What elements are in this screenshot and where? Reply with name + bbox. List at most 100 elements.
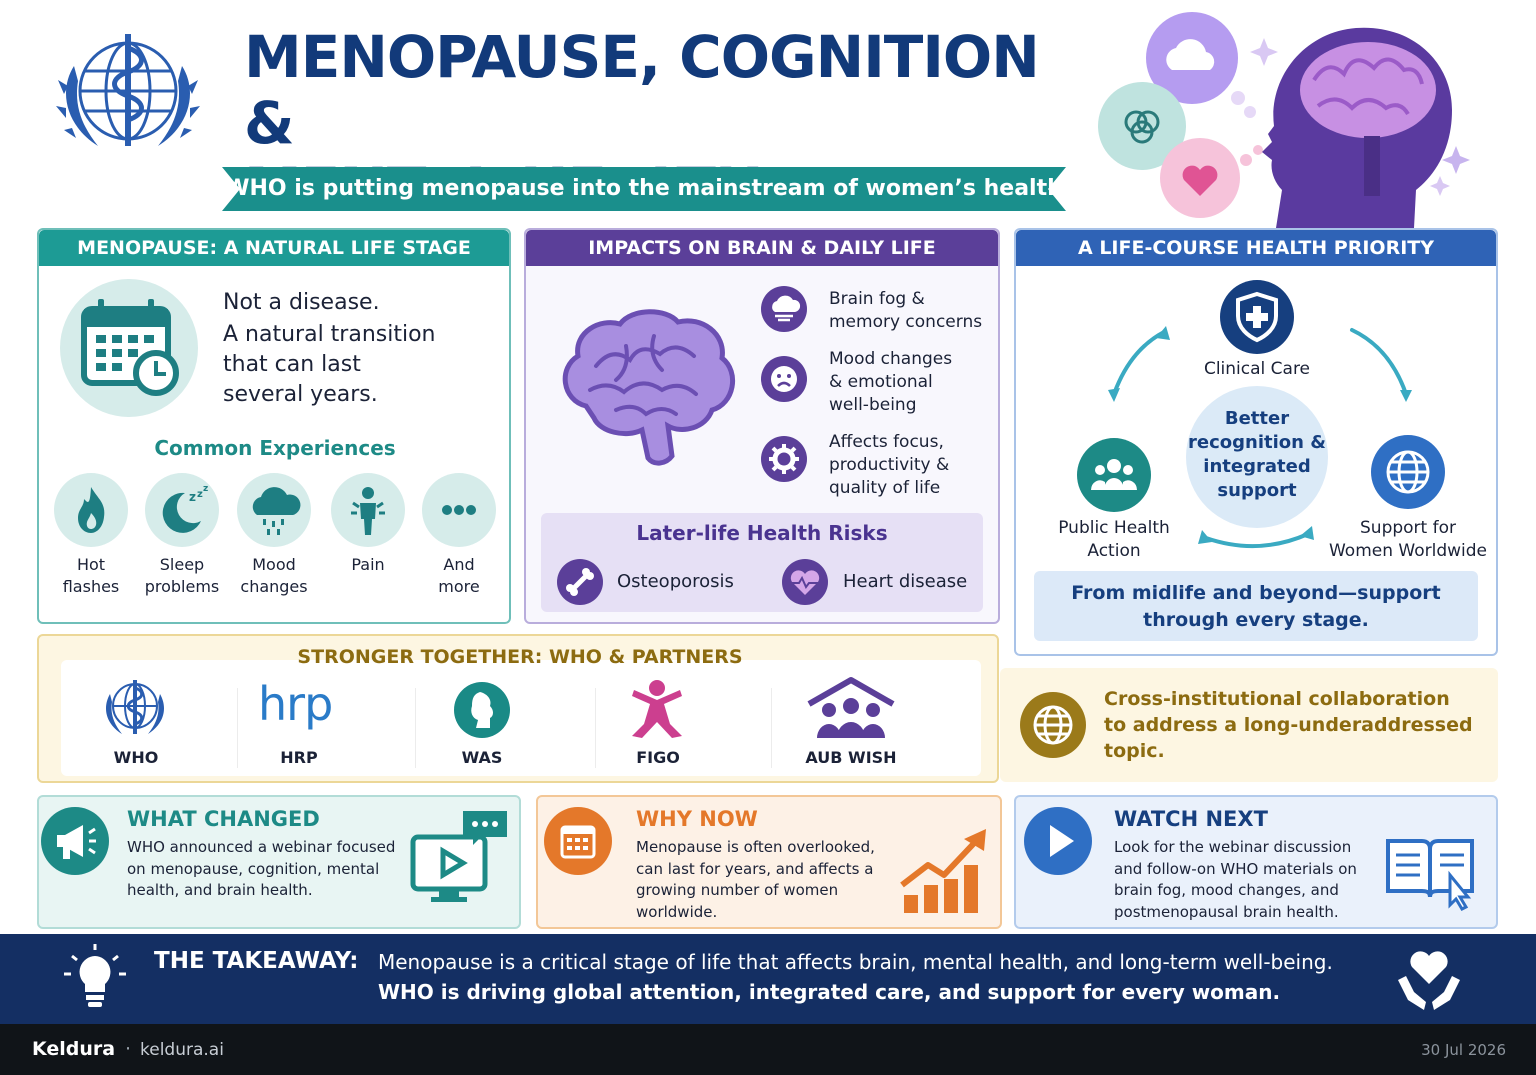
brand-separator: · — [125, 1038, 132, 1060]
partners-section: STRONGER TOGETHER: WHO & PARTNERS — [37, 634, 999, 783]
banner-ribbon — [222, 167, 1066, 211]
impact-line: & emotional — [829, 372, 933, 392]
experience-label-hot-flashes: Hot flashes — [41, 554, 141, 598]
divider — [237, 688, 238, 768]
center-line: Better — [1224, 408, 1290, 429]
divider — [771, 688, 772, 768]
not-disease-text: Not a disease. — [223, 290, 380, 315]
card-line: and follow-on WHO materials on — [1114, 859, 1357, 878]
card-title: WHAT CHANGED — [127, 807, 320, 831]
globe-icon — [1020, 692, 1086, 758]
card-line: Menopause is often overlooked, — [636, 838, 875, 856]
transition-text-2: that can last — [223, 352, 361, 377]
partners-logos-box — [61, 660, 981, 776]
public-health-line: Public Health — [1058, 518, 1170, 538]
takeaway-label: THE TAKEAWAY: — [154, 948, 359, 974]
video-webinar-icon — [409, 807, 513, 907]
subtitle-banner: WHO is putting menopause into the mainst… — [222, 167, 1066, 211]
svg-text:z: z — [189, 490, 196, 504]
card-what-changed: WHAT CHANGED WHO announced a webinar foc… — [37, 795, 521, 929]
footer-line: From midlife and beyond—support — [1071, 582, 1441, 604]
bone-icon — [557, 559, 603, 605]
heart-hands-icon — [1394, 944, 1464, 1016]
footer-date: 30 Jul 2026 — [1421, 1041, 1506, 1059]
divider — [595, 688, 596, 768]
play-icon — [1024, 807, 1092, 875]
growth-chart-icon — [898, 825, 992, 917]
center-circle — [1186, 386, 1328, 528]
experience-label-line: Mood — [252, 555, 296, 574]
more-icon — [422, 473, 496, 547]
who-logo — [48, 26, 208, 166]
was-logo — [454, 682, 510, 738]
experience-label-line: changes — [240, 577, 308, 596]
card-line: WHO announced a webinar focused — [127, 838, 396, 856]
sad-face-icon — [761, 356, 807, 402]
svg-text:z: z — [203, 484, 208, 494]
experience-label-sleep: Sleep problems — [132, 554, 232, 598]
experience-label-line: problems — [144, 577, 220, 596]
card-line: Look for the webinar discussion — [1114, 838, 1352, 856]
banner-text: WHO is putting menopause into the mainst… — [225, 176, 1063, 201]
common-experiences-title: Common Experiences — [154, 436, 396, 460]
lightbulb-icon — [62, 942, 128, 1016]
experience-label-mood: Mood changes — [224, 554, 324, 598]
who-emblem-icon — [56, 34, 200, 146]
transition-text-1: A natural transition — [223, 322, 436, 347]
life-course-footer-text: From midlife and beyond—support through … — [1034, 580, 1478, 634]
fog-cloud-icon — [761, 286, 807, 332]
center-line: recognition & — [1188, 432, 1326, 453]
partner-label-hrp: HRP — [280, 748, 318, 767]
svg-text:z: z — [197, 489, 203, 500]
public-health-line: Action — [1087, 541, 1141, 561]
flame-icon — [54, 473, 128, 547]
risks-title: Later-life Health Risks — [636, 521, 888, 545]
impact-line: productivity & — [829, 455, 950, 475]
collab-line: to address a long-underaddressed — [1104, 714, 1473, 736]
experience-label-line: Hot — [76, 555, 106, 574]
center-line: support — [1217, 480, 1297, 501]
center-statement: Better recognition & integrated support — [1186, 407, 1328, 503]
experience-label-more: And more — [409, 554, 509, 598]
experience-label-line: more — [438, 577, 480, 596]
support-line: Women Worldwide — [1328, 541, 1487, 561]
calendar-icon — [544, 807, 612, 875]
center-line: integrated — [1203, 456, 1311, 477]
partners-title: STRONGER TOGETHER: WHO & PARTNERS — [297, 646, 743, 668]
card-watch-next: WATCH NEXT Look for the webinar discussi… — [1014, 795, 1498, 929]
body-pain-icon — [331, 473, 405, 547]
card-line: brain fog, mood changes, and — [1114, 881, 1339, 899]
card-title: WHY NOW — [636, 807, 758, 831]
card-line: worldwide. — [636, 902, 718, 921]
shield-cross-icon — [1220, 280, 1294, 354]
card-title: WATCH NEXT — [1114, 807, 1268, 831]
takeaway-line-2: WHO is driving global attention, integra… — [378, 980, 1281, 1004]
brand-domain-link[interactable]: keldura.ai — [140, 1040, 224, 1060]
card-why-now: WHY NOW Menopause is often overlooked, c… — [536, 795, 1002, 929]
support-line: Support for — [1360, 518, 1456, 538]
experience-label-pain: Pain — [318, 554, 418, 576]
partner-label-who: WHO — [113, 748, 159, 767]
open-book-cursor-icon — [1382, 827, 1482, 913]
heart-pulse-icon — [782, 559, 828, 605]
knot-bubble-icon — [1098, 82, 1186, 170]
calendar-clock-icon — [60, 279, 198, 417]
card-line: postmenopausal brain health. — [1114, 902, 1339, 921]
impact-line: well-being — [829, 395, 917, 415]
rain-cloud-icon — [237, 473, 311, 547]
life-course-footer: From midlife and beyond—support through … — [1034, 571, 1478, 641]
impact-line: quality of life — [829, 478, 941, 498]
panel-heading: MENOPAUSE: A NATURAL LIFE STAGE — [39, 230, 509, 266]
clinical-care-label: Clinical Care — [1203, 359, 1311, 379]
panel-natural-life-stage: MENOPAUSE: A NATURAL LIFE STAGE — [37, 228, 511, 624]
hrp-logo: hrp — [258, 677, 333, 731]
impact-line: Brain fog & — [829, 289, 925, 309]
partner-label-was: WAS — [461, 748, 503, 767]
public-health-label: Public Health Action — [1054, 517, 1174, 563]
panel-heading: IMPACTS ON BRAIN & DAILY LIFE — [526, 230, 998, 266]
impact-mood: Mood changes & emotional well-being — [829, 348, 952, 417]
collaboration-text: Cross-institutional collaboration to add… — [1104, 686, 1484, 764]
divider — [415, 688, 416, 768]
card-line: can last for years, and affects a — [636, 859, 874, 878]
